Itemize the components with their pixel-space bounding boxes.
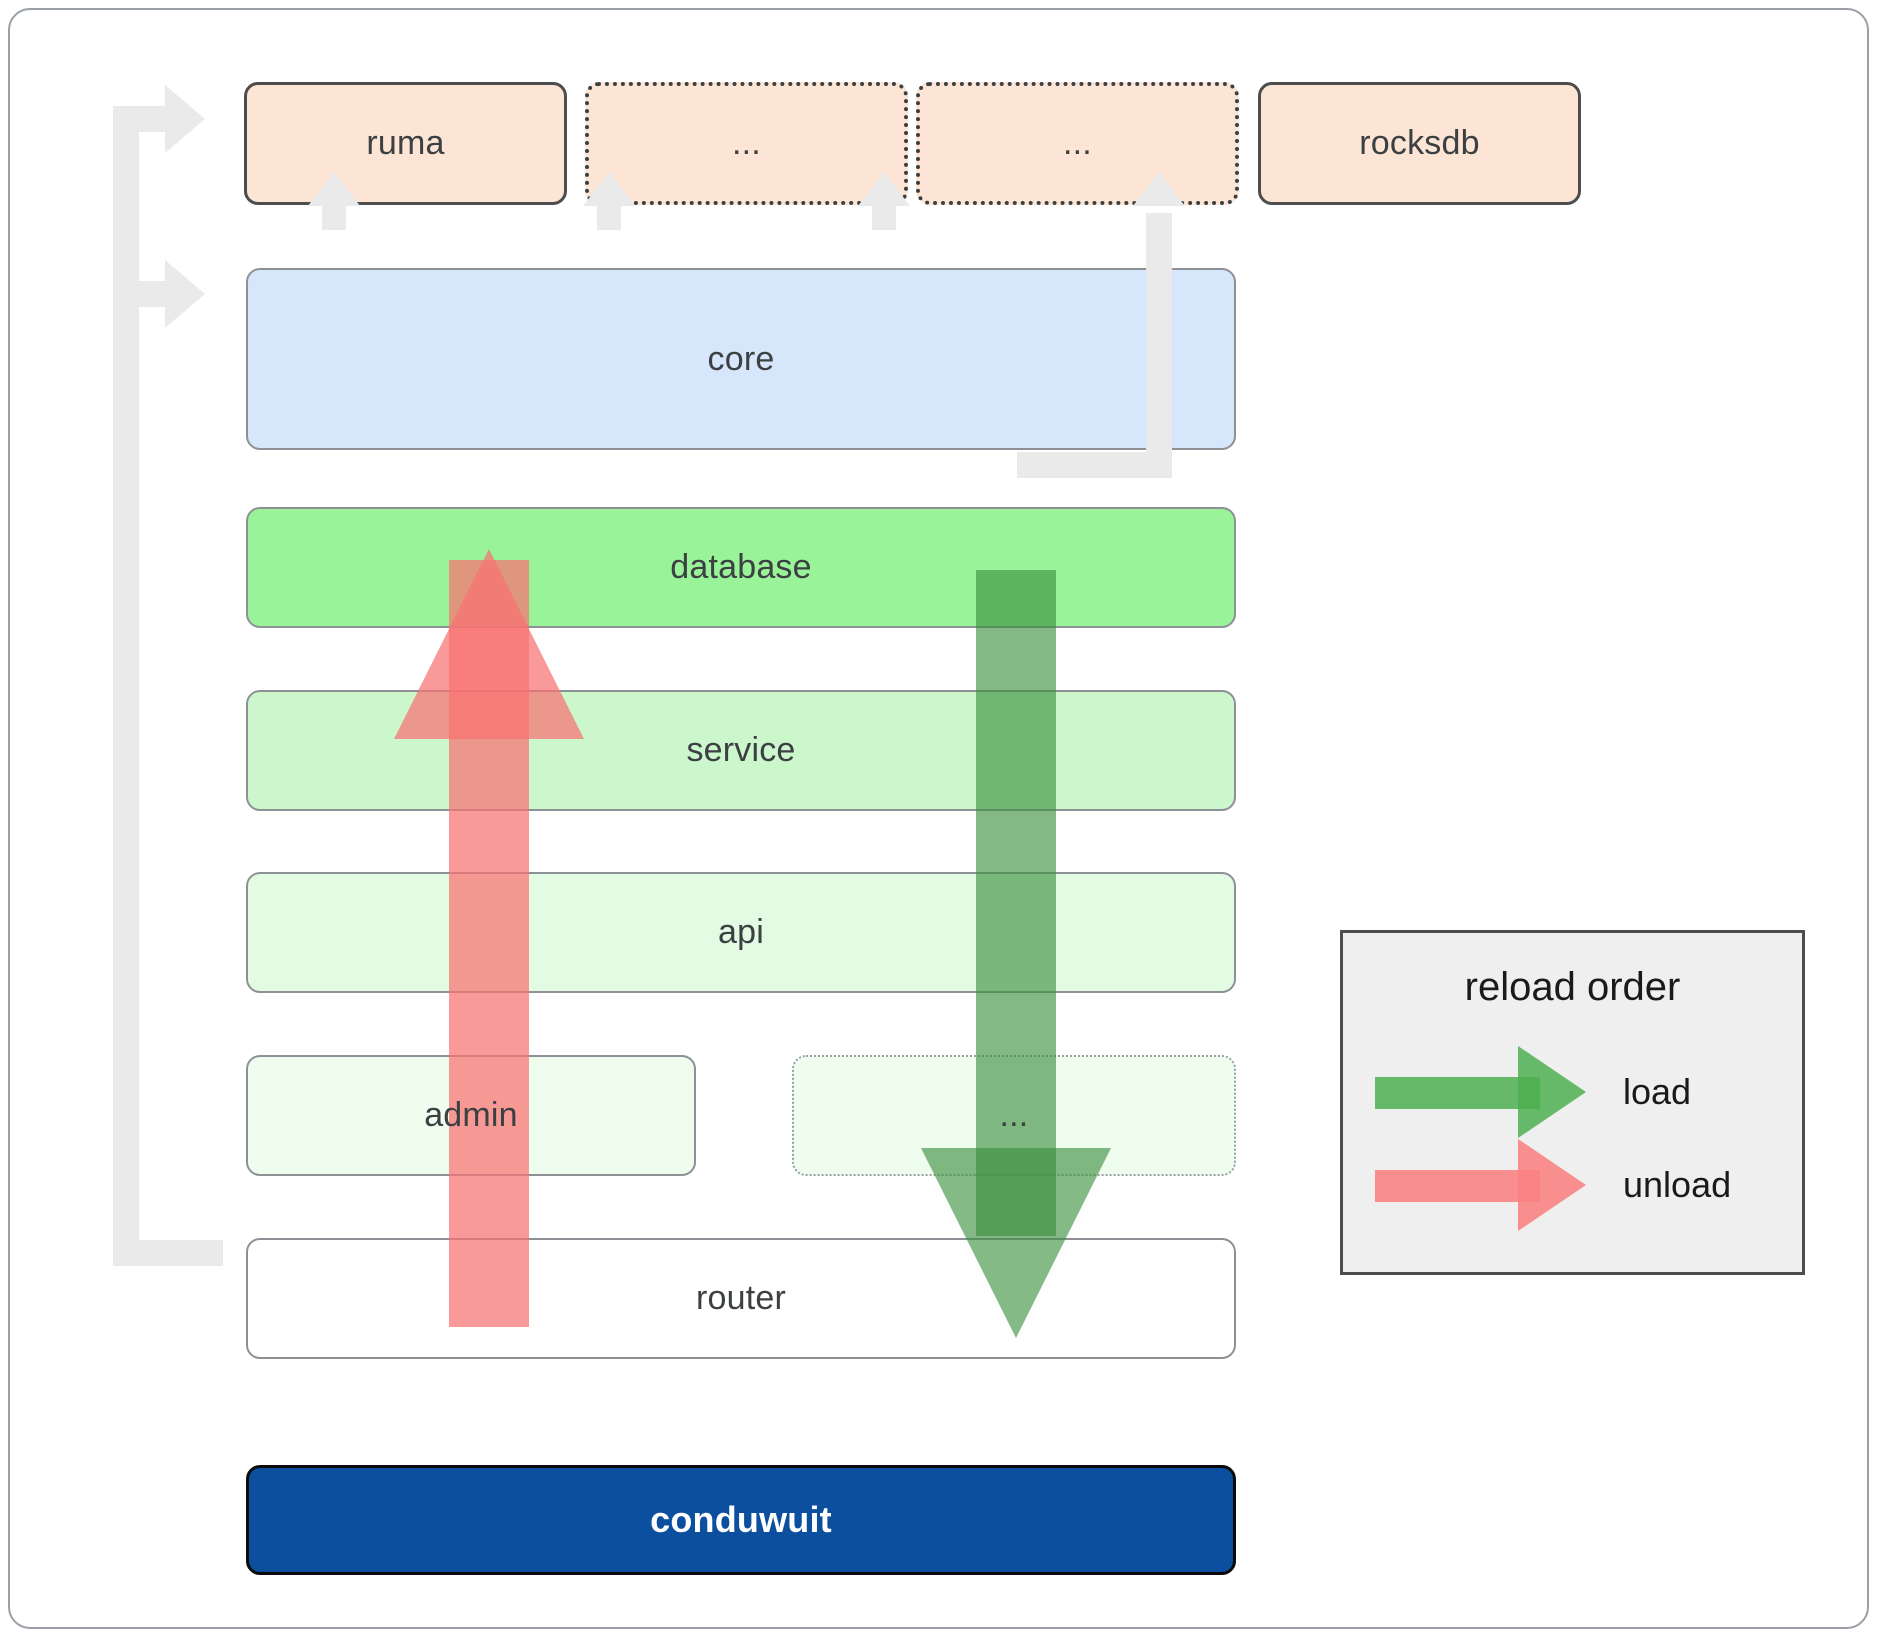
app-conduwuit-label: conduwuit: [650, 1499, 832, 1540]
crate-ruma-label: ruma: [366, 124, 445, 162]
legend-reload-order: reload order load unload: [1340, 930, 1805, 1275]
layer-service-label: service: [686, 731, 796, 769]
legend-load-arrow-shaft: [1375, 1077, 1540, 1109]
diagram-frame: [8, 8, 1869, 1629]
legend-unload-arrow-head: [1518, 1139, 1586, 1231]
connector-to-ruma: [113, 106, 173, 132]
connector-to-core: [113, 281, 173, 307]
load-arrow-shaft: [976, 570, 1056, 1236]
unload-arrow-head: [394, 549, 584, 739]
connector-bottom-to-app: [113, 1240, 223, 1266]
connector-core-to-dots1-arrowhead: [583, 172, 635, 206]
layer-router-label: router: [695, 1279, 787, 1317]
app-conduwuit[interactable]: conduwuit: [246, 1465, 1236, 1575]
connector-left-spine: [113, 106, 139, 1266]
crate-placeholder-2-label: ...: [1063, 124, 1092, 162]
legend-load-label: load: [1623, 1071, 1692, 1112]
connector-to-ruma-arrowhead: [165, 85, 205, 153]
layer-api[interactable]: api: [246, 872, 1236, 993]
legend-load-arrow-head: [1518, 1046, 1586, 1138]
connector-core-to-dots2-arrowhead: [858, 172, 910, 206]
crate-ruma[interactable]: ruma: [244, 82, 567, 205]
crate-rocksdb-label: rocksdb: [1359, 124, 1480, 162]
connector-to-core-arrowhead: [165, 260, 205, 328]
layer-core-label: core: [707, 339, 775, 378]
legend-title: reload order: [1464, 965, 1681, 1009]
crate-placeholder-2[interactable]: ...: [916, 82, 1239, 205]
layer-api-label: api: [718, 913, 764, 951]
connector-core-to-ruma-arrowhead: [308, 172, 360, 206]
crate-placeholder-1-label: ...: [732, 124, 761, 162]
crate-placeholder-1[interactable]: ...: [585, 82, 908, 205]
layer-core[interactable]: core: [246, 268, 1236, 450]
connector-database-to-rocksdb-vertical: [1146, 213, 1172, 478]
load-arrow-head: [921, 1148, 1111, 1338]
legend-unload-label: unload: [1623, 1164, 1732, 1205]
legend-unload-arrow-shaft: [1375, 1170, 1540, 1202]
layer-database-label: database: [670, 548, 812, 586]
crate-rocksdb[interactable]: rocksdb: [1258, 82, 1581, 205]
connector-database-to-rocksdb-arrowhead: [1133, 172, 1185, 206]
